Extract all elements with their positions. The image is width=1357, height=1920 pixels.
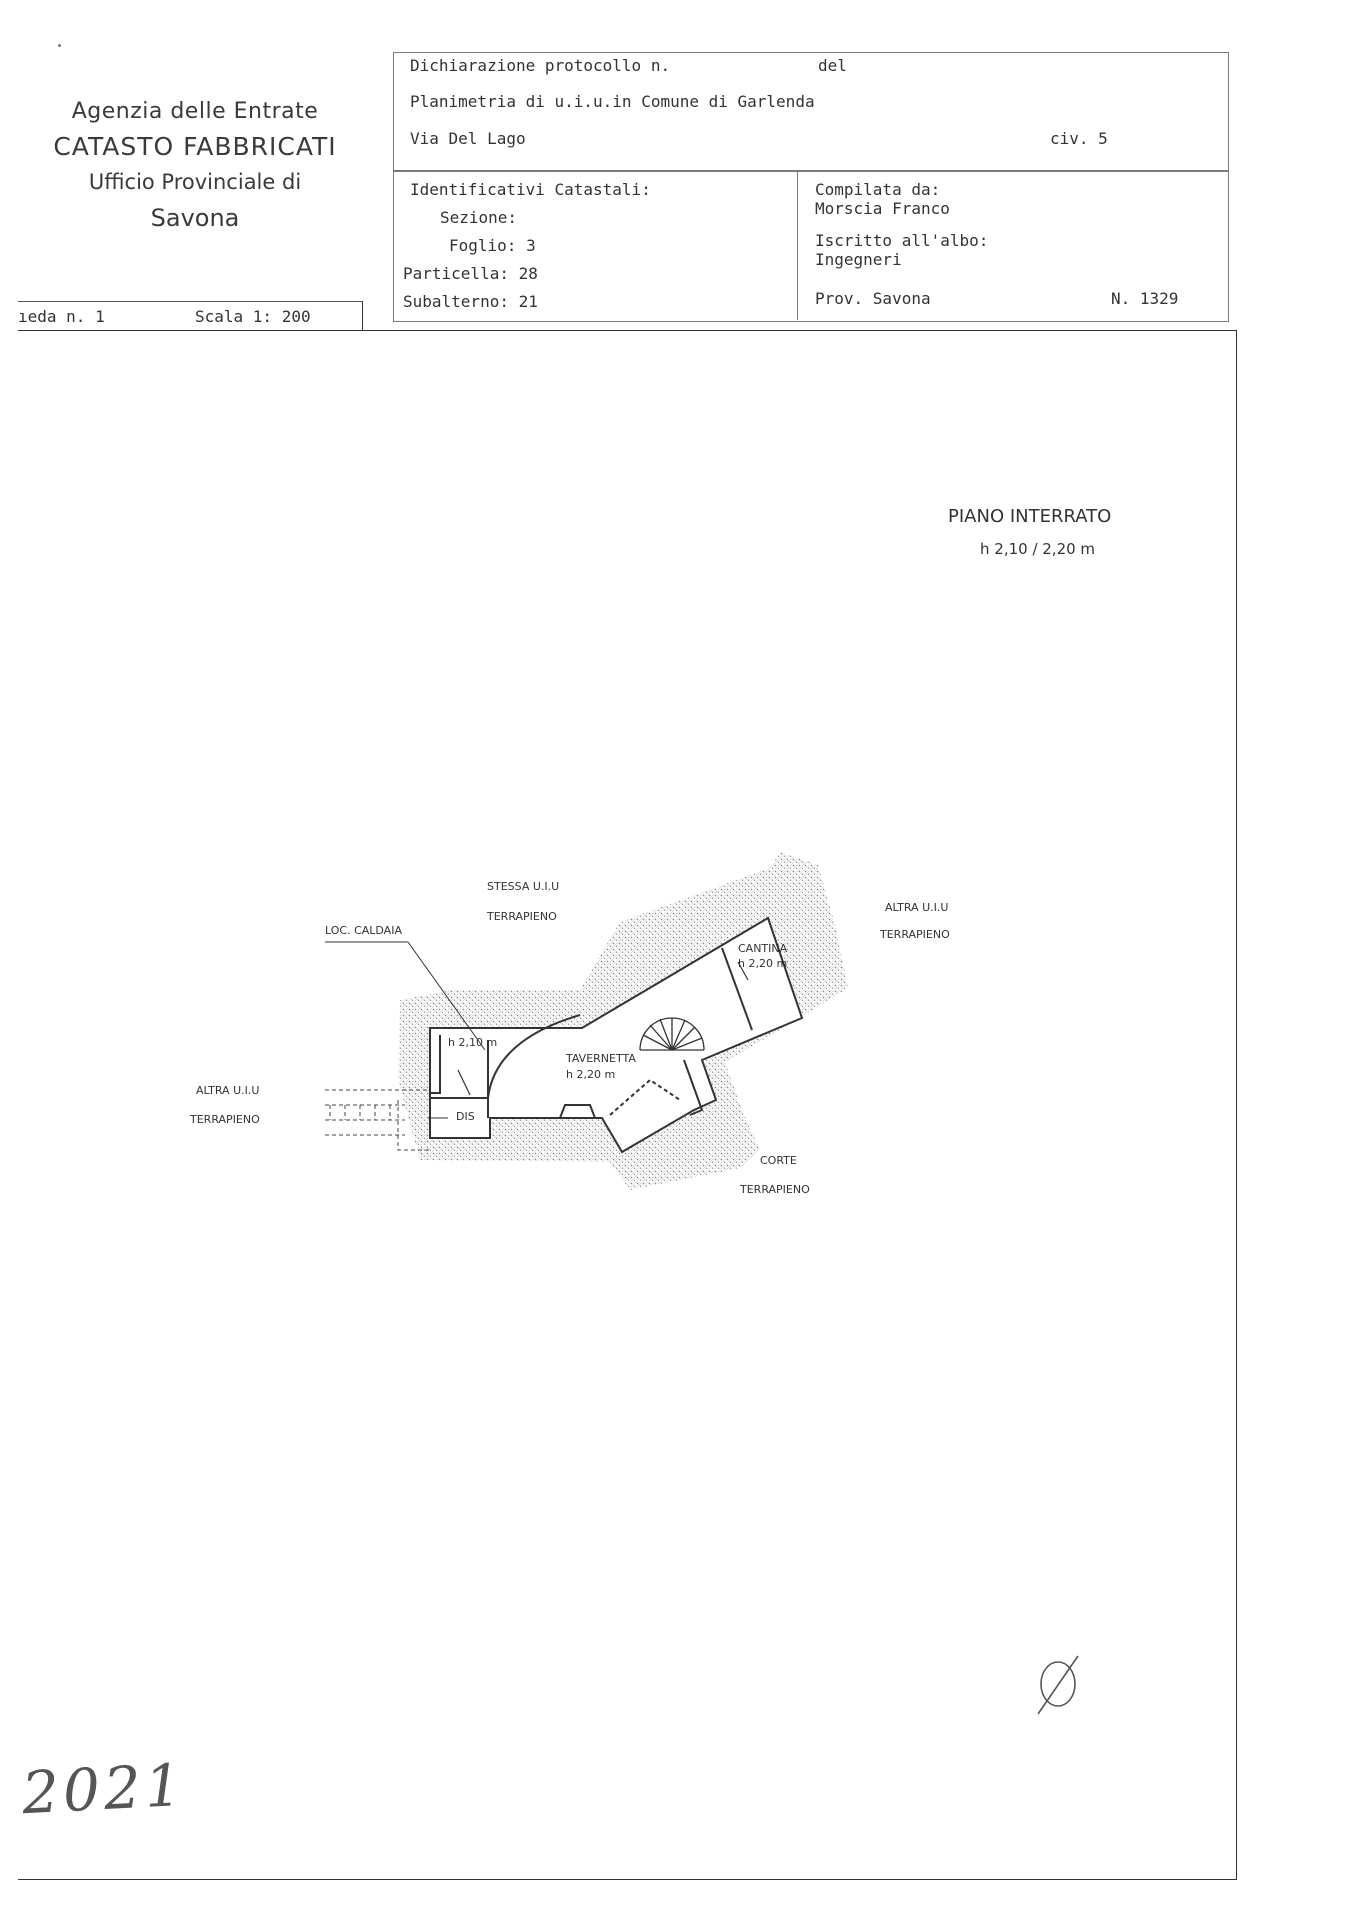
- address: Via Del Lago: [410, 129, 526, 148]
- label-cantina: CANTINA: [738, 942, 788, 955]
- wall-cantina: [721, 947, 753, 1031]
- label-terrapieno-top: TERRAPIENO: [487, 910, 557, 923]
- label-loc-caldaia: LOC. CALDAIA: [325, 924, 402, 937]
- label-h210: h 2,10 m: [448, 1036, 498, 1049]
- albo-value: Ingegneri: [815, 250, 902, 269]
- scheda-number: ıeda n. 1: [18, 307, 105, 326]
- iscritto-label: Iscritto all'albo:: [815, 231, 989, 250]
- agency-block: Agenzia delle Entrate CATASTO FABBRICATI…: [20, 95, 370, 237]
- floor-height: h 2,10 / 2,20 m: [980, 540, 1096, 558]
- handwritten-mark: [1037, 1655, 1079, 1715]
- door-corte: [609, 1078, 681, 1116]
- agency-office: Ufficio Provinciale di: [88, 170, 302, 194]
- label-terrapieno-right: TERRAPIENO: [880, 928, 950, 941]
- label-stessa-uiu: STESSA U.I.U: [487, 880, 560, 893]
- province-field: Prov. Savona: [815, 289, 931, 308]
- label-tavernetta-h: h 2,20 m: [566, 1068, 616, 1081]
- label-altra-uiu-right: ALTRA U.I.U: [885, 901, 949, 914]
- interior: [429, 916, 804, 1154]
- handwritten-year: 2021: [20, 1750, 188, 1828]
- agency-catasto: CATASTO FABBRICATI: [53, 132, 337, 161]
- civic-number: civ. 5: [1050, 129, 1108, 148]
- header-top-box: [393, 52, 1229, 172]
- protocol-label: Dichiarazione protocollo n.: [410, 56, 671, 75]
- sezione-field: Sezione:: [440, 208, 518, 227]
- registration-number: N. 1329: [1111, 289, 1179, 308]
- scale: Scala 1: 200: [195, 307, 311, 326]
- drawing-frame: [18, 330, 1237, 1880]
- planimetria-line: Planimetria di u.i.u.in Comune di Garlen…: [410, 92, 815, 111]
- label-terrapieno-bottom: TERRAPIENO: [740, 1183, 810, 1196]
- label-tavernetta: TAVERNETTA: [566, 1052, 636, 1065]
- particella-field: Particella: 28: [403, 264, 538, 283]
- subalterno-field: Subalterno: 21: [403, 292, 538, 311]
- scan-dot: [58, 44, 61, 47]
- loc-caldaia-leader: [407, 941, 486, 1051]
- header-ids-box: [393, 170, 1229, 322]
- label-corte: CORTE: [760, 1154, 797, 1167]
- identificativi-label: Identificativi Catastali:: [410, 180, 651, 199]
- compiler-name: Morscia Franco: [815, 199, 950, 218]
- floor-title: PIANO INTERRATO: [948, 506, 1112, 527]
- spiral-staircase: [639, 1017, 705, 1051]
- scheda-top-line: [18, 301, 363, 302]
- adjacent-unit-dashed: [325, 1089, 430, 1151]
- scheda-right-line: [362, 301, 363, 331]
- foglio-field: Foglio: 3: [449, 236, 536, 255]
- label-altra-uiu-left: ALTRA U.I.U: [196, 1084, 260, 1097]
- door-cantina: [737, 961, 749, 981]
- wall-loc-caldaia-left: [430, 1035, 441, 1094]
- header-divider: [797, 170, 798, 320]
- door-caldaia: [457, 1069, 471, 1096]
- compilata-label: Compilata da:: [815, 180, 941, 199]
- wall-tavernetta-curve: [487, 1014, 581, 1099]
- door-bottom: [559, 1104, 596, 1119]
- agency-province: Savona: [150, 204, 240, 232]
- label-cantina-h: h 2,20 m: [738, 957, 788, 970]
- label-dis: DIS: [456, 1110, 475, 1123]
- label-terrapieno-left: TERRAPIENO: [190, 1113, 260, 1126]
- agency-name: Agenzia delle Entrate: [71, 99, 319, 124]
- wall-inner-right: [683, 1059, 704, 1116]
- protocol-del: del: [818, 56, 847, 75]
